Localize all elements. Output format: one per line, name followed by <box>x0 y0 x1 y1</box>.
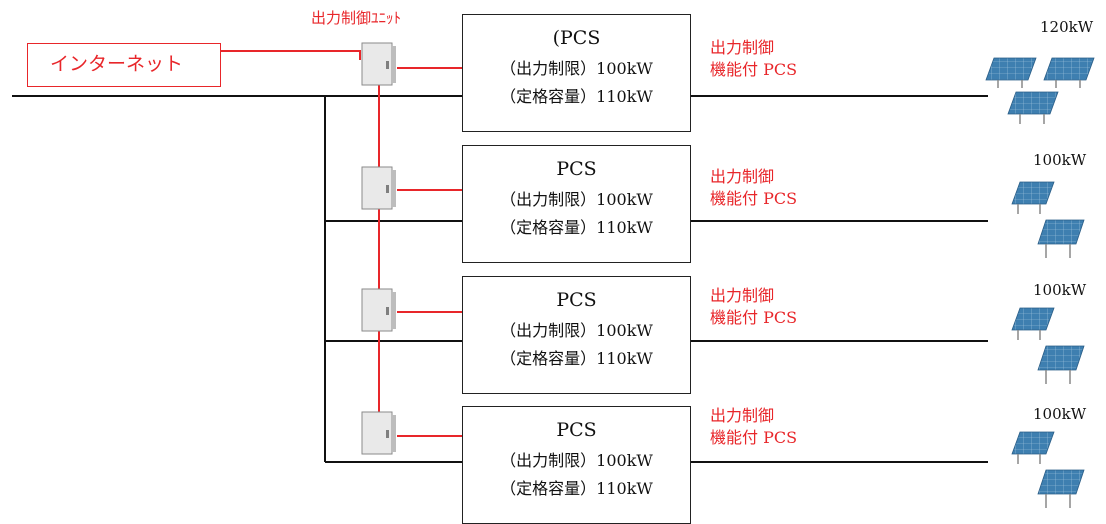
array-capacity-label: 120kW <box>1040 18 1094 36</box>
control-unit-cabinet-icon <box>361 166 396 210</box>
function-line-2: 機能付 PCS <box>710 60 798 79</box>
pcs-rated-capacity: （定格容量）110kW <box>500 349 653 368</box>
pcs-rated-capacity: （定格容量）110kW <box>500 218 653 237</box>
solar-panel-array-icon <box>1011 431 1085 508</box>
function-line-1: 出力制御 <box>710 167 775 186</box>
function-line-2: 機能付 PCS <box>710 189 798 208</box>
solar-panel-array-icon <box>1011 181 1085 258</box>
pcs-function-label: 出力制御 機能付 PCS <box>710 285 797 329</box>
pcs-function-label: 出力制御 機能付 PCS <box>710 405 797 449</box>
pcs-output-limit: （出力制限）100kW <box>500 190 653 209</box>
pcs-box: (PCS （出力制限）100kW （定格容量）110kW <box>462 14 691 132</box>
pcs-box: PCS （出力制限）100kW （定格容量）110kW <box>462 406 691 524</box>
pcs-title: PCS <box>556 419 597 441</box>
pcs-box: PCS （出力制限）100kW （定格容量）110kW <box>462 145 691 263</box>
pcs-title: PCS <box>556 158 597 180</box>
solar-panel-array-icon <box>985 57 1095 124</box>
pcs-output-limit: （出力制限）100kW <box>500 59 653 78</box>
control-unit-cabinet-icon <box>361 42 396 86</box>
array-capacity-label: 100kW <box>1033 405 1087 423</box>
pcs-box: PCS （出力制限）100kW （定格容量）110kW <box>462 276 691 394</box>
pcs-output-limit: （出力制限）100kW <box>500 451 653 470</box>
function-line-2: 機能付 PCS <box>710 308 798 327</box>
internet-label: インターネット <box>50 53 184 75</box>
solar-panel-array-icon <box>1011 307 1085 384</box>
function-line-2: 機能付 PCS <box>710 428 798 447</box>
control-unit-cabinet-icon <box>361 411 396 455</box>
pcs-function-label: 出力制御 機能付 PCS <box>710 166 797 210</box>
pcs-output-limit: （出力制限）100kW <box>500 321 653 340</box>
array-capacity-label: 100kW <box>1033 151 1087 169</box>
function-line-1: 出力制御 <box>710 38 775 57</box>
pcs-title: PCS <box>556 289 597 311</box>
function-line-1: 出力制御 <box>710 406 775 425</box>
control-unit-label: 出力制御ﾕﾆｯﾄ <box>311 9 402 27</box>
pcs-title: (PCS <box>552 27 601 49</box>
internet-box: インターネット <box>27 43 221 87</box>
control-unit-cabinet-icon <box>361 288 396 332</box>
pcs-function-label: 出力制御 機能付 PCS <box>710 37 797 81</box>
function-line-1: 出力制御 <box>710 286 775 305</box>
pcs-rated-capacity: （定格容量）110kW <box>500 87 653 106</box>
array-capacity-label: 100kW <box>1033 281 1087 299</box>
pcs-rated-capacity: （定格容量）110kW <box>500 479 653 498</box>
internet-link-line <box>221 50 361 60</box>
